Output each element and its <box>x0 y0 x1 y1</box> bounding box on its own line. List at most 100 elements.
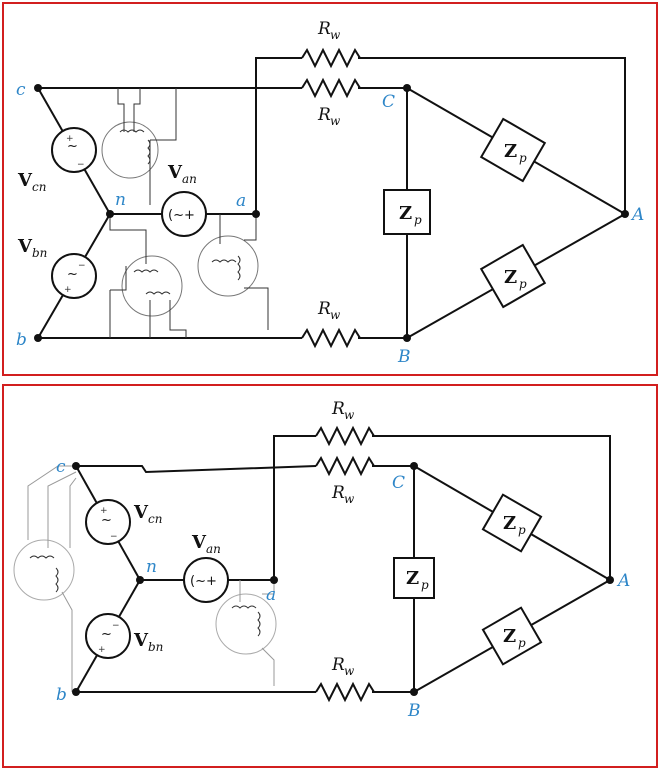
svg-text:+: + <box>64 285 72 295</box>
impedance-zp-CB-bottom: Z p <box>393 557 435 599</box>
svg-text:p: p <box>518 523 526 537</box>
svg-text:Z: Z <box>504 267 517 288</box>
svg-text:~: ~ <box>67 267 78 282</box>
svg-text:V: V <box>133 630 149 651</box>
node-dot-a-top <box>252 210 260 218</box>
node-label-n-bottom: n <box>146 557 157 577</box>
node-dot-A-bottom <box>606 576 614 584</box>
label-van-bottom: V an <box>191 532 221 556</box>
label-rw-2-top: R w <box>317 105 341 128</box>
node-dot-a-bottom <box>270 576 278 584</box>
label-vbn-top: V bn <box>17 236 47 260</box>
wire-a-to-A-bottom <box>273 435 316 580</box>
source-vbn-bottom: ~ + − <box>85 613 131 659</box>
node-label-c-top: c <box>16 80 26 100</box>
node-dot-c-top <box>34 84 42 92</box>
impedance-zp-CB-top: Z p <box>383 189 431 235</box>
node-label-c-bottom: c <box>56 457 66 477</box>
svg-text:R: R <box>331 655 345 675</box>
label-vbn-bottom: V bn <box>133 630 163 654</box>
node-dot-A-top <box>621 210 629 218</box>
node-dot-b-bottom <box>72 688 80 696</box>
svg-text:~: ~ <box>67 139 78 154</box>
impedance-zp-BA-top: Z p <box>479 243 547 309</box>
wire-a-to-A-top <box>255 57 302 214</box>
svg-text:w: w <box>330 114 341 128</box>
svg-text:p: p <box>519 277 527 291</box>
svg-text:Z: Z <box>503 513 516 534</box>
label-vcn-bottom: V cn <box>133 502 162 526</box>
svg-text:V: V <box>167 162 183 183</box>
svg-text:(~+: (~+ <box>168 208 195 223</box>
resistor-rw-1-top <box>301 47 361 69</box>
svg-text:w: w <box>330 28 341 42</box>
svg-text:Z: Z <box>503 626 516 647</box>
label-rw-3-top: R w <box>317 299 341 322</box>
node-label-B-top: B <box>397 347 411 367</box>
label-rw-2-bottom: R w <box>331 483 355 506</box>
wire-c-line-bottom <box>76 465 317 474</box>
impedance-zp-CA-bottom: Z p <box>481 493 543 553</box>
wire-rw1-to-A-top <box>358 57 626 214</box>
svg-text:p: p <box>421 578 429 592</box>
node-label-n-top: n <box>115 190 126 210</box>
svg-text:R: R <box>317 19 331 39</box>
svg-text:bn: bn <box>32 246 47 260</box>
svg-text:+: + <box>100 506 108 516</box>
svg-text:−: − <box>77 160 85 170</box>
node-label-A-top: A <box>630 205 644 225</box>
svg-text:w: w <box>344 408 355 422</box>
resistor-rw-3-bottom <box>315 681 375 703</box>
node-dot-B-top <box>403 334 411 342</box>
svg-text:−: − <box>112 621 120 631</box>
resistor-rw-3-top <box>301 327 361 349</box>
svg-text:R: R <box>331 483 345 503</box>
svg-text:w: w <box>330 308 341 322</box>
resistor-rw-2-bottom <box>315 455 375 477</box>
svg-text:p: p <box>414 213 422 227</box>
node-label-C-bottom: C <box>392 473 405 493</box>
diagram-bottom: Z p Z p Z p ~ + − <box>13 399 630 721</box>
node-dot-C-top <box>403 84 411 92</box>
node-dot-n-top <box>106 210 114 218</box>
node-label-b-bottom: b <box>56 685 67 705</box>
svg-text:bn: bn <box>148 640 163 654</box>
label-rw-3-bottom: R w <box>331 655 355 678</box>
svg-text:p: p <box>518 636 526 650</box>
wattmeter-1-bottom <box>13 465 77 692</box>
svg-text:V: V <box>17 236 33 257</box>
node-dot-b-top <box>34 334 42 342</box>
svg-text:Z: Z <box>406 568 419 589</box>
svg-text:−: − <box>78 261 86 271</box>
svg-text:R: R <box>331 399 345 419</box>
svg-text:cn: cn <box>148 512 162 526</box>
svg-text:an: an <box>182 172 197 186</box>
label-vcn-top: V cn <box>17 170 46 194</box>
svg-text:V: V <box>133 502 149 523</box>
node-dot-c-bottom <box>72 462 80 470</box>
svg-text:p: p <box>519 151 527 165</box>
svg-text:+: + <box>98 645 106 655</box>
node-dot-C-bottom <box>410 462 418 470</box>
svg-text:V: V <box>191 532 207 553</box>
source-vbn-top: ~ + − <box>51 253 97 299</box>
node-label-a-bottom: a <box>266 585 276 605</box>
wattmeter-2-top <box>109 214 187 338</box>
impedance-zp-BA-bottom: Z p <box>481 606 543 666</box>
svg-text:an: an <box>206 542 221 556</box>
wattmeter-3-top <box>197 214 269 330</box>
node-dot-n-bottom <box>136 576 144 584</box>
label-rw-1-top: R w <box>317 19 341 42</box>
wattmeter-2-bottom <box>215 580 277 686</box>
diagram-top: Z p Z p Z p ~ + − <box>16 19 644 367</box>
wire-rw1-to-A-bottom <box>372 435 611 580</box>
resistor-rw-2-top <box>301 77 361 99</box>
resistor-rw-1-bottom <box>315 425 375 447</box>
svg-text:cn: cn <box>32 180 46 194</box>
wattmeter-1-top <box>101 88 177 205</box>
svg-text:~: ~ <box>101 513 112 528</box>
source-vcn-top: ~ + − <box>51 127 97 173</box>
source-van-top: (~+ <box>161 191 207 237</box>
node-label-B-bottom: B <box>407 701 421 721</box>
